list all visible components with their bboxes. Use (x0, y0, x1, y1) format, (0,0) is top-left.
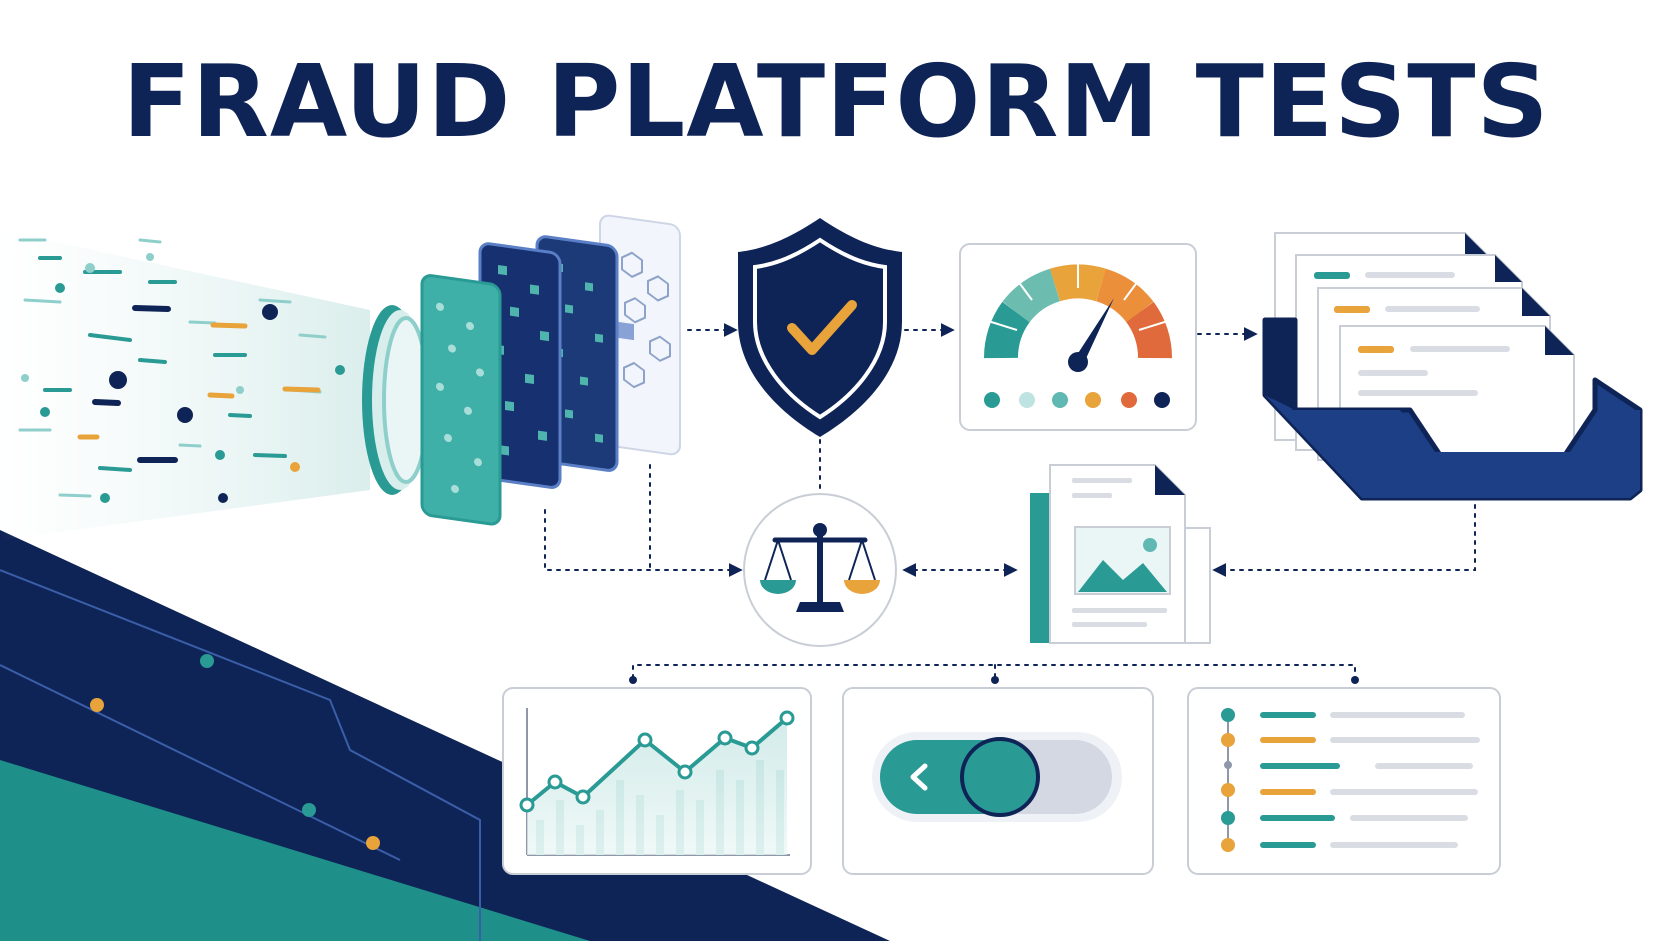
case-file-tray-icon (1262, 232, 1643, 501)
scan-lens (362, 305, 430, 495)
connectors (544, 323, 1476, 679)
balance-scale-icon (743, 493, 897, 647)
data-stream (0, 230, 370, 540)
page-title: FRAUD PLATFORM TESTS (122, 43, 1550, 160)
filter-layer-1 (420, 274, 502, 526)
toggle-switch-icon (842, 687, 1154, 875)
shield-check-icon (738, 218, 902, 437)
filter-layer-4 (599, 214, 681, 456)
filter-layer-stack (420, 214, 681, 526)
image-document-icon (1030, 464, 1211, 644)
trend-chart-icon (502, 687, 812, 875)
checklist-icon (1187, 687, 1501, 875)
risk-gauge-icon (959, 243, 1197, 431)
